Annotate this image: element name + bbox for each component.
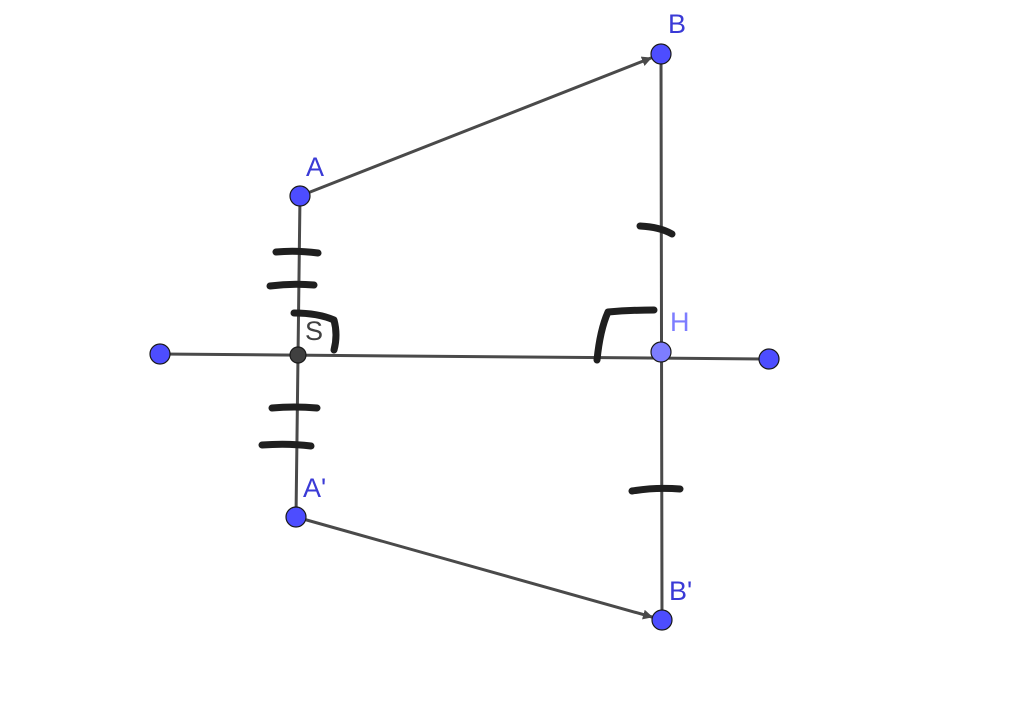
label-a: A: [306, 152, 324, 182]
segment-b-b-prime: [659, 52, 664, 622]
vector-a-prime-b-prime: [294, 515, 654, 620]
point-h[interactable]: [650, 341, 672, 363]
tick-mark-as-upper: [272, 247, 322, 257]
tick-mark-hb-prime: [628, 484, 684, 495]
tick-mark-as-lower: [266, 280, 318, 290]
label-a-prime: A': [303, 473, 326, 503]
point-a[interactable]: [289, 185, 311, 207]
tick-mark-bh: [636, 222, 676, 238]
label-b-prime: B': [669, 576, 692, 606]
point-axis-right[interactable]: [758, 348, 780, 370]
tick-mark-sa-prime-upper: [268, 403, 321, 412]
label-b: B: [668, 9, 686, 39]
point-b-prime[interactable]: [651, 609, 673, 631]
point-axis-left[interactable]: [149, 343, 171, 365]
tick-mark-sa-prime-lower: [258, 440, 315, 450]
label-h: H: [670, 307, 690, 337]
point-a-prime[interactable]: [285, 506, 307, 528]
right-angle-mark-h: [593, 306, 658, 364]
point-s[interactable]: [289, 346, 307, 364]
axis-line: [158, 352, 771, 361]
point-b[interactable]: [650, 43, 672, 65]
label-s: S: [305, 316, 323, 346]
right-angle-mark-s: [290, 309, 340, 354]
vector-a-b: [298, 56, 653, 198]
